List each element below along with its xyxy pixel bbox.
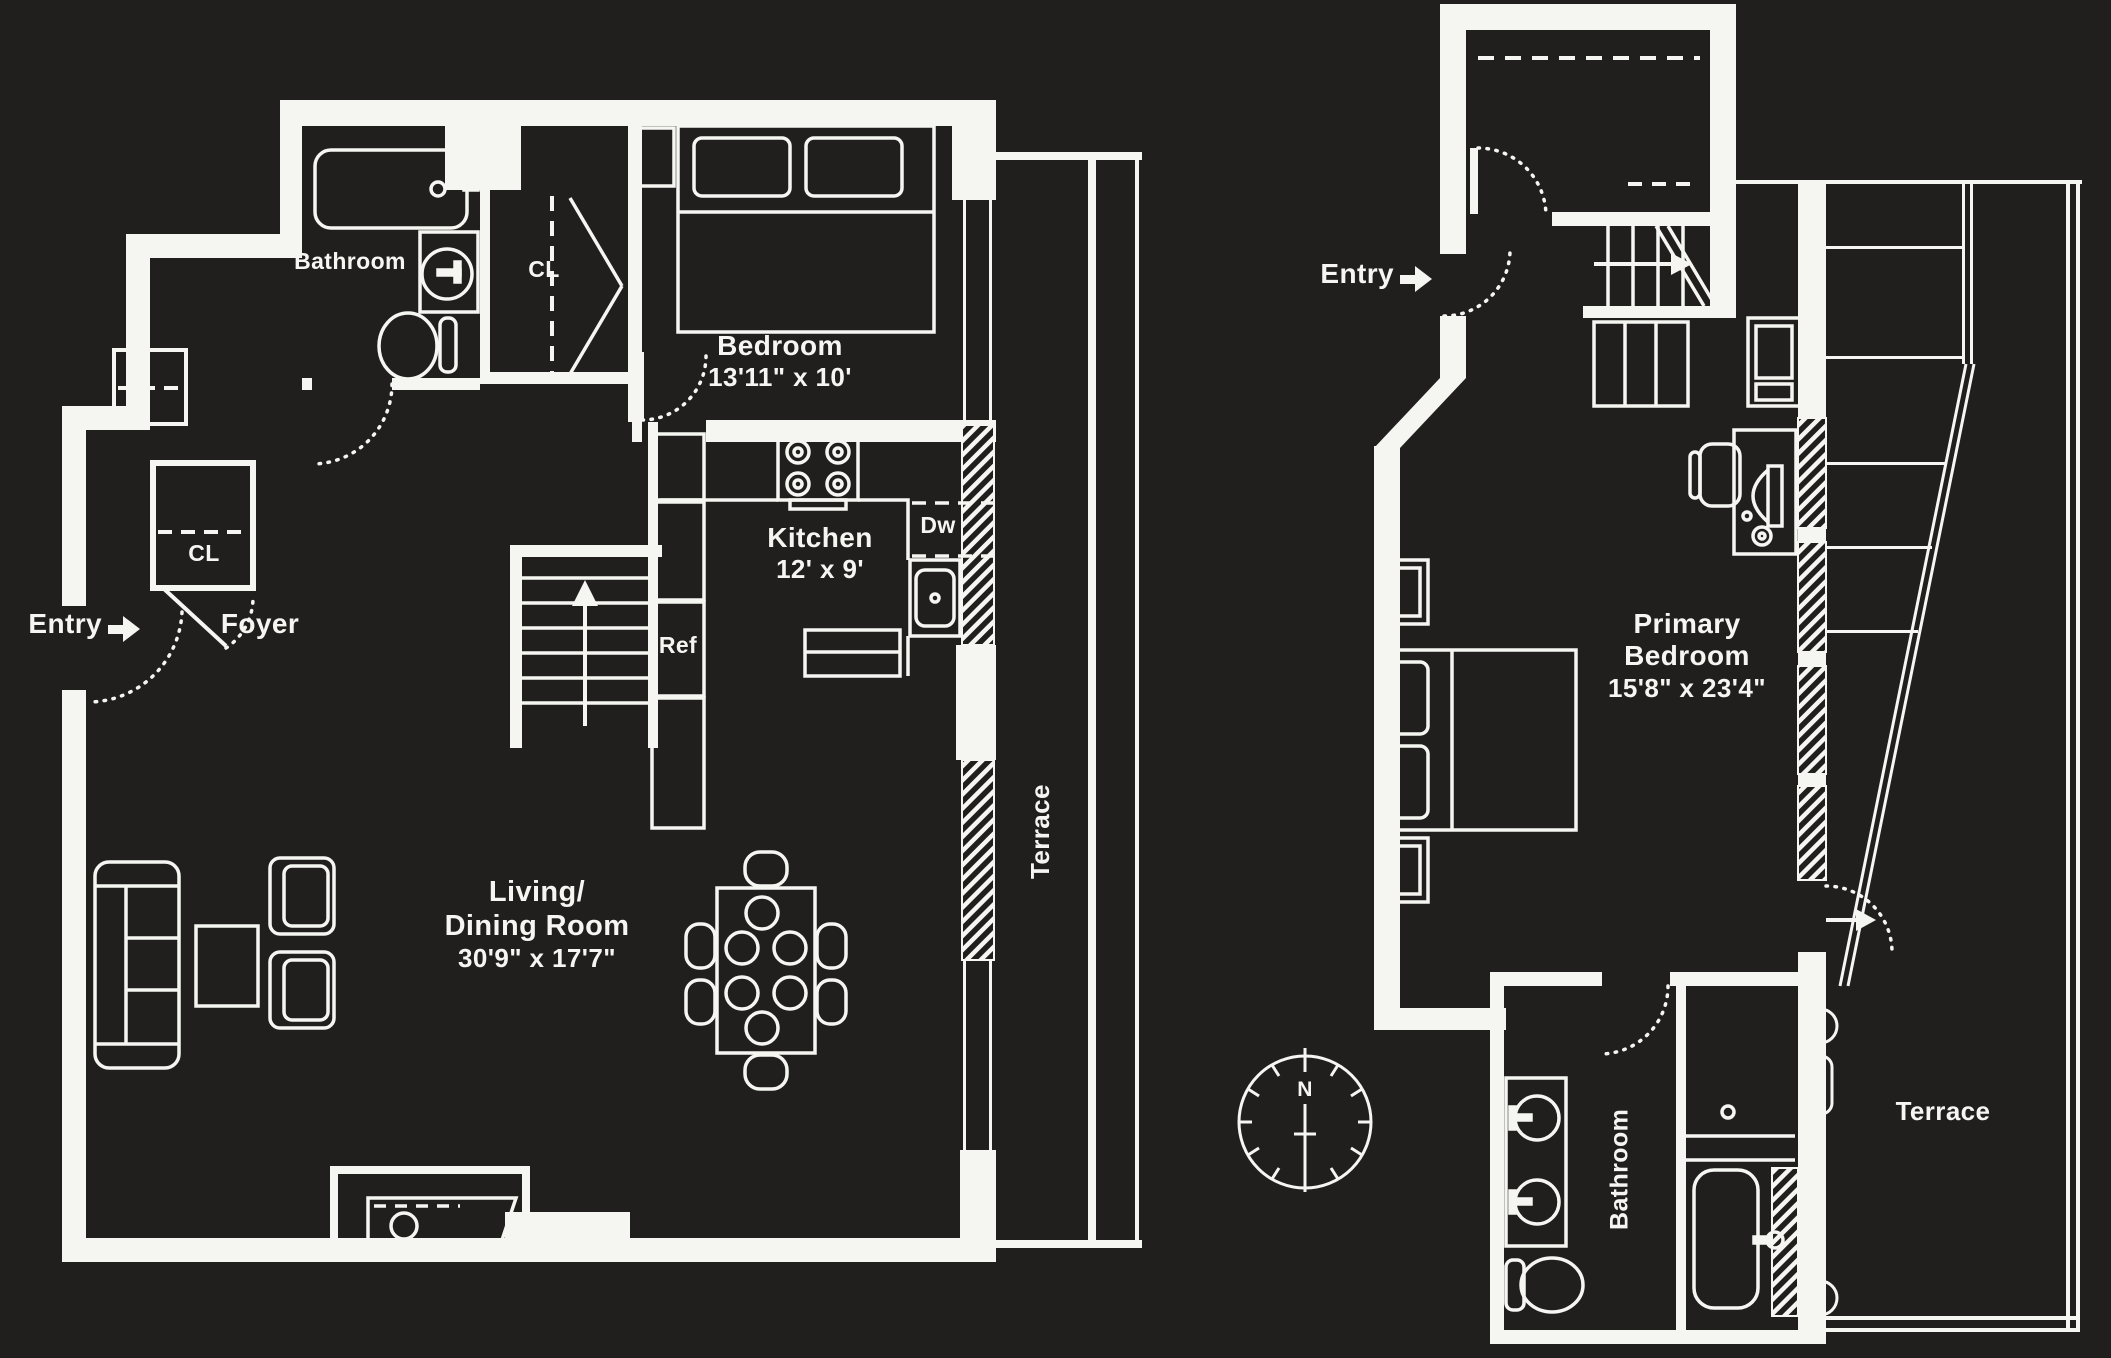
pillow — [692, 136, 792, 198]
floor2-terrace-door-arrow — [1826, 909, 1876, 931]
floor1-terrace-rail — [996, 152, 1142, 1248]
shower — [1686, 1104, 1795, 1162]
double-vanity — [1504, 1076, 1568, 1248]
nightstand — [1374, 558, 1430, 626]
stairs-direction-arrow-icon — [1671, 253, 1692, 275]
coffee-table — [194, 924, 260, 1008]
planter — [1801, 1007, 1839, 1045]
foyer-label: Foyer — [220, 608, 300, 639]
floor2-stairs — [1594, 225, 1714, 307]
bed — [676, 124, 936, 334]
toilet — [1504, 1256, 1585, 1314]
living-dims: 30'9" x 17'7" — [458, 943, 616, 974]
primary-dims: 15'8" x 23'4" — [1608, 672, 1766, 703]
dining-chair — [743, 850, 789, 888]
floor1-door-swings — [86, 354, 708, 704]
entry-label-floor2: Entry — [1320, 258, 1394, 289]
bathroom-sink — [418, 230, 480, 314]
floor1-stairs — [522, 576, 648, 726]
floor2-primary-bed — [1374, 558, 1578, 904]
bedroom-name: Bedroom — [717, 330, 843, 361]
fireplace-alcove — [330, 1166, 530, 1254]
desk-chair — [1688, 442, 1742, 508]
kitchen-dims: 12' x 9' — [776, 554, 864, 585]
cabinet — [650, 500, 706, 602]
place-setting — [744, 895, 780, 931]
desk — [1732, 428, 1798, 556]
nightstand — [1374, 836, 1430, 904]
compass-north-label: N — [1297, 1078, 1313, 1101]
console-table — [112, 348, 188, 426]
cabinet — [650, 432, 706, 502]
stairs-up-arrow-icon — [572, 580, 598, 606]
pillow — [1384, 660, 1430, 736]
sofa — [93, 860, 181, 1070]
bifold-door — [568, 197, 624, 287]
floor1-bedroom — [638, 124, 936, 334]
planter — [1808, 1054, 1834, 1116]
counter — [650, 696, 706, 830]
bedroom-dims: 13'11" x 10' — [708, 362, 852, 393]
planter — [1801, 1279, 1839, 1317]
floor2-hatched-walls — [1771, 417, 1827, 1317]
floor1-walls — [62, 100, 996, 1262]
kitchen-sink — [908, 558, 962, 638]
floor1-bathroom — [313, 148, 480, 381]
dresser — [1592, 320, 1690, 408]
refrigerator-label: Ref — [658, 632, 698, 658]
stove — [776, 432, 860, 511]
cabinet — [1746, 316, 1802, 408]
compass-icon — [1237, 1048, 1373, 1192]
bedroom-label: Bedroom 13'11" x 10' — [670, 330, 890, 393]
living-name-line2: Dining Room — [444, 909, 630, 942]
floor2-furniture — [1592, 316, 1802, 556]
entry-arrow-icon — [1400, 266, 1432, 292]
bathroom-label-floor2: Bathroom — [1605, 1108, 1634, 1231]
dining-table — [684, 850, 848, 1091]
foyer-closet — [150, 460, 256, 591]
terrace-label-floor2: Terrace — [1895, 1096, 1991, 1126]
closet-door-leaf — [161, 586, 228, 648]
counter-edge — [858, 498, 910, 560]
pillow — [1384, 744, 1430, 820]
closet-label: CL — [528, 256, 560, 282]
floor1-closet-bathroom — [550, 196, 624, 375]
floor2-terrace-rail — [1736, 180, 2082, 1332]
floor1-hatched-walls — [961, 424, 995, 961]
kitchen-name: Kitchen — [767, 522, 873, 553]
floor1-living-room — [93, 850, 848, 1254]
bathtub — [313, 148, 480, 230]
floor2-walls — [1374, 4, 1826, 1344]
living-name-line1: Living/ — [488, 876, 586, 908]
floor2-plan — [1237, 4, 2082, 1344]
floor2-bathroom — [1504, 1076, 1795, 1314]
bed — [1374, 648, 1578, 832]
living-dining-label: Living/ Dining Room 30'9" x 17'7" — [418, 876, 656, 973]
entry-arrow-icon — [108, 616, 140, 642]
floor1-foyer — [112, 348, 256, 648]
bathroom-label: Bathroom — [294, 248, 406, 274]
entry-label-floor1: Entry — [28, 608, 102, 639]
nightstand — [638, 126, 676, 188]
toilet — [377, 311, 458, 381]
primary-name-line2: Bedroom — [1624, 640, 1750, 672]
closet-label: CL — [188, 540, 220, 566]
pillow — [804, 136, 904, 198]
bathtub — [1692, 1168, 1785, 1310]
floor1-plan — [62, 100, 1142, 1262]
kitchen-label: Kitchen 12' x 9' — [720, 522, 920, 585]
dishwasher-label: Dw — [920, 512, 956, 538]
floor2-door-swings — [1442, 146, 1894, 1056]
armchair — [268, 856, 336, 936]
primary-bedroom-label: Primary Bedroom 15'8" x 23'4" — [1582, 608, 1792, 703]
primary-name-line1: Primary — [1633, 608, 1741, 639]
terrace-label-floor1: Terrace — [1024, 784, 1055, 880]
refrigerator — [650, 600, 706, 698]
floor1-kitchen — [650, 432, 994, 830]
armchair — [268, 950, 336, 1030]
floor2-upper-room — [1478, 56, 1700, 186]
floor2-terrace-edge — [1801, 363, 1976, 1317]
